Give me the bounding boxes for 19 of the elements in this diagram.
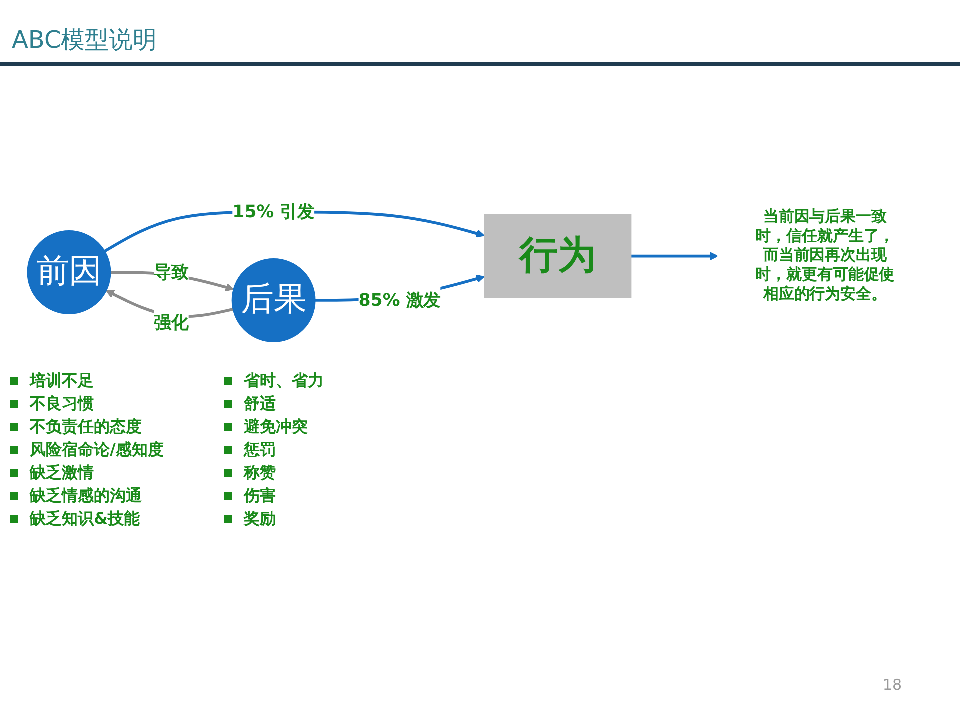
list-item: 缺乏知识&技能 [30,508,140,529]
list-item: 风险宿命论/感知度 [30,440,164,460]
list-item: 避免冲突 [244,416,308,437]
process-box: 行为 [484,214,632,298]
list-item: 惩罚 [244,440,276,460]
list-item: 伤害 [244,486,276,506]
list-item: 缺乏激情 [30,462,94,483]
list-item: 培训不足 [30,370,94,391]
list-item: 缺乏情感的沟通 [30,486,142,506]
list-item: 称赞 [244,462,276,483]
list-item: 奖励 [244,508,276,529]
circle-node: 前因 [27,230,112,314]
list-item: 不良习惯 [30,394,94,414]
list-item: 省时、省力 [244,370,324,391]
circle-node: 后果 [232,258,316,342]
page-number: 18 [882,676,902,694]
list-item: 舒适 [244,394,276,414]
list-item: 不负责任的态度 [30,416,142,437]
slide-title: ABC模型说明 [12,25,158,56]
